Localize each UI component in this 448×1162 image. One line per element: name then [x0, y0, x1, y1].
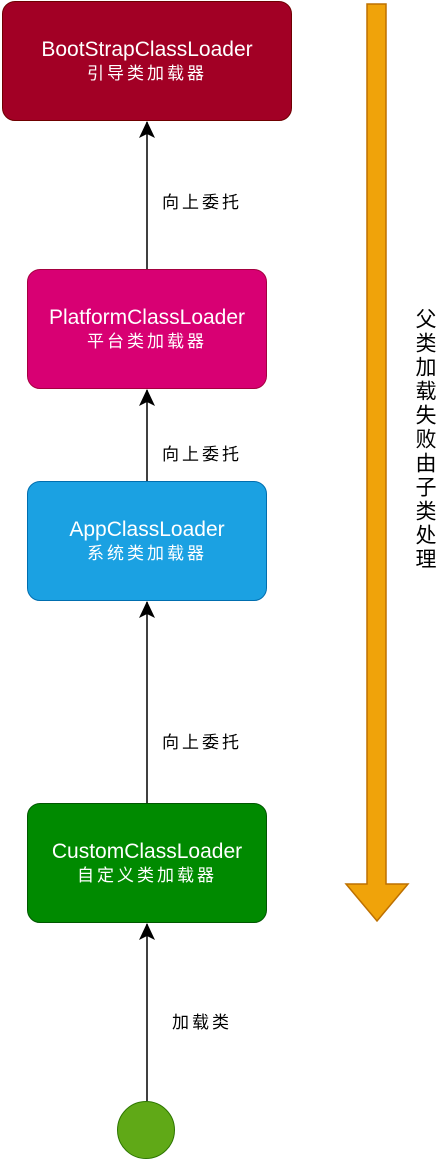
node-name: AppClassLoader: [69, 518, 225, 541]
side-arrow-label: 父类加载失败由子类处理: [413, 308, 437, 572]
load-class-label: 加载类: [172, 1013, 232, 1033]
node-description: 自定义类加载器: [77, 866, 217, 886]
node-name: BootStrapClassLoader: [41, 38, 253, 61]
bootstrap-class-loader-node: BootStrapClassLoader 引导类加载器: [2, 1, 292, 121]
delegate-label-custom-to-app: 向上委托: [162, 733, 242, 753]
node-description: 引导类加载器: [87, 64, 207, 84]
node-name: PlatformClassLoader: [48, 306, 246, 329]
arrowhead-platform-to-bootstrap: [139, 121, 155, 138]
node-description: 平台类加载器: [87, 332, 207, 352]
arrowhead-load: [139, 923, 155, 940]
node-name: CustomClassLoader: [51, 840, 243, 863]
arrowhead-custom-to-app: [139, 601, 155, 618]
side-down-arrow: [344, 3, 410, 923]
node-description: 系统类加载器: [87, 544, 207, 564]
delegate-label-platform-to-bootstrap: 向上委托: [162, 193, 242, 213]
platform-class-loader-node: PlatformClassLoader 平台类加载器: [27, 269, 267, 389]
arrowhead-app-to-platform: [139, 389, 155, 406]
start-node: [117, 1101, 175, 1159]
delegate-label-app-to-platform: 向上委托: [162, 445, 242, 465]
app-class-loader-node: AppClassLoader 系统类加载器: [27, 481, 267, 601]
custom-class-loader-node: CustomClassLoader 自定义类加载器: [27, 803, 267, 923]
